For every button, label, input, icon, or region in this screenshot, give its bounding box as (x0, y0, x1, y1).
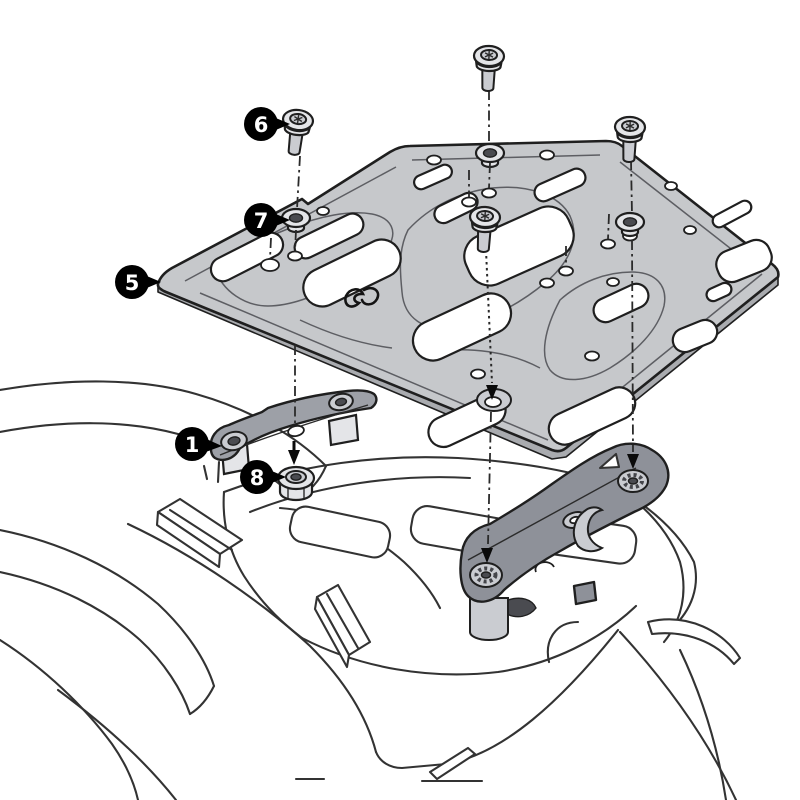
plate-handle-slot (209, 231, 285, 283)
brand-logo-squiggle (344, 286, 380, 308)
carrier-handle-center (313, 583, 372, 669)
callout-number: 6 (254, 113, 269, 137)
right-bracket-crescent-slot (572, 506, 605, 553)
callout-circle (244, 107, 278, 141)
nut-hole (290, 473, 302, 481)
callout-7: 7 (244, 203, 290, 237)
callout-circle (115, 265, 149, 299)
flange-nut (276, 465, 316, 502)
callout-5: 5 (115, 265, 161, 299)
bracket-washer (469, 562, 503, 588)
callout-number: 5 (125, 271, 140, 295)
cylinder-shadow (506, 597, 537, 618)
screw-6 (281, 108, 315, 156)
left-adapter-bracket (209, 389, 378, 462)
plate-holes (260, 149, 697, 380)
callout-circle (175, 427, 209, 461)
insert-arrow (288, 385, 639, 563)
screw-right (613, 115, 647, 163)
callout-circle (244, 203, 278, 237)
carrier-bottom-edge (300, 604, 638, 676)
plate-handle-slot (715, 238, 773, 284)
washer-right (614, 211, 646, 238)
callout-circle (240, 460, 274, 494)
seam-flag (428, 746, 477, 781)
callout-number: 1 (185, 433, 200, 457)
left-bracket-center-hole (287, 424, 305, 438)
assembly-centerlines (269, 90, 639, 563)
right-bracket-half-hole (534, 561, 555, 573)
left-rail-outer (0, 380, 328, 468)
right-bracket-tab (572, 580, 598, 606)
left-lower-rail-outer (0, 528, 216, 688)
screw-top (472, 44, 506, 92)
screw-center (468, 205, 502, 253)
left-lower-rail-inner (0, 570, 192, 716)
spacer-block-right (327, 413, 360, 447)
tail-blade (646, 618, 742, 666)
washer-7 (280, 207, 312, 234)
callout-1: 1 (175, 427, 222, 461)
callout-number: 8 (250, 466, 265, 490)
washer-top (474, 142, 506, 169)
cowl-edge (126, 522, 378, 754)
carrier-left-edge (222, 490, 304, 640)
bracket-washer (617, 469, 649, 493)
right-adapter-bracket (459, 442, 670, 606)
luggage-rack-plate (156, 139, 780, 460)
plate-central-cutout (463, 205, 575, 287)
carrier-handle-left (155, 497, 244, 569)
spacer-cylinder (469, 597, 509, 641)
carrier-slot (288, 505, 392, 559)
callout-6: 6 (244, 107, 290, 141)
callout-8: 8 (240, 460, 286, 494)
plate-cutouts (209, 163, 773, 449)
callout-number: 7 (254, 209, 269, 233)
